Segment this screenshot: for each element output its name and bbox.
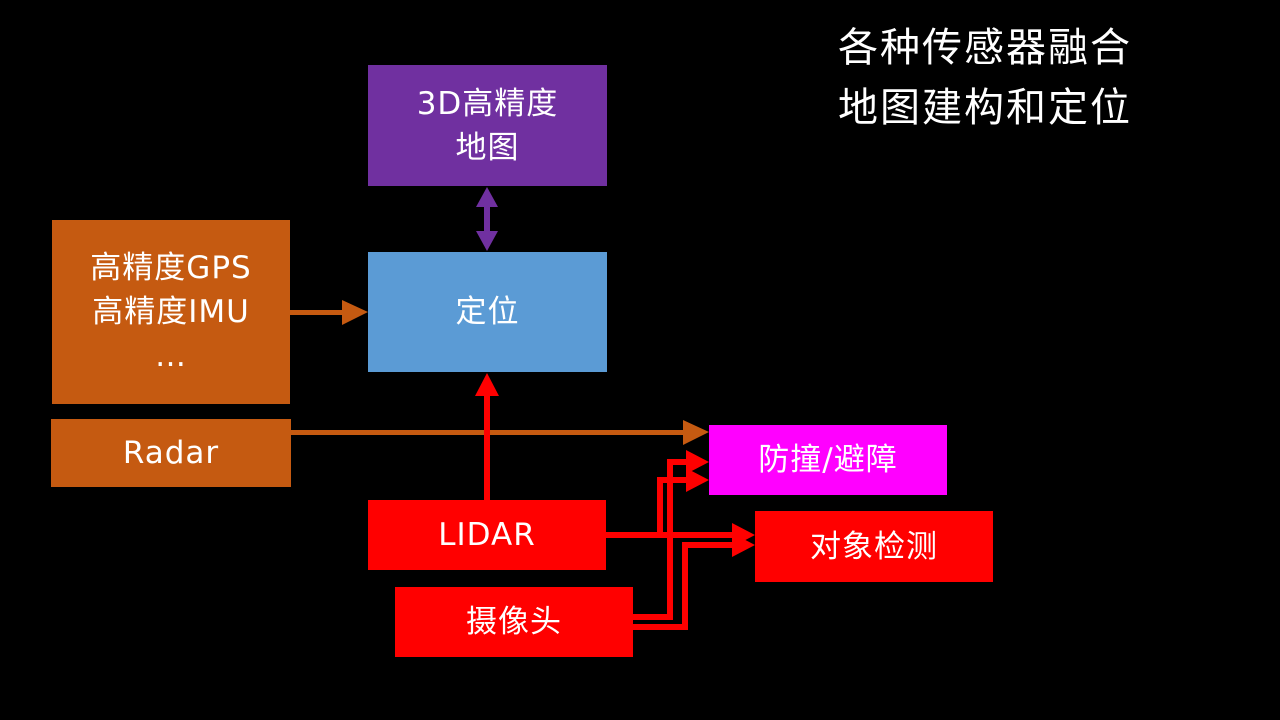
slide-title: 各种传感器融合 地图建构和定位 <box>800 18 1170 138</box>
slide-title-line-2: 地图建构和定位 <box>838 85 1132 131</box>
edge-lidar-avoidance <box>606 468 709 538</box>
node-hd-map-label-line-2: 地图 <box>455 129 520 166</box>
node-object-detection-label: 对象检测 <box>810 528 938 565</box>
edge-hd-map-localization <box>476 187 498 251</box>
node-hd-map: 3D高精度 地图 <box>368 65 607 186</box>
node-gps-imu-ellipsis: … <box>155 338 187 374</box>
edge-camera-detection <box>633 533 755 630</box>
node-localization: 定位 <box>368 252 607 372</box>
node-collision-avoidance: 防撞/避障 <box>709 425 947 495</box>
edge-lidar-localization <box>475 373 499 500</box>
node-imu-label: 高精度IMU <box>92 294 250 330</box>
node-collision-avoidance-label: 防撞/避障 <box>758 442 898 478</box>
node-lidar: LIDAR <box>368 500 606 570</box>
node-camera-label: 摄像头 <box>466 604 562 640</box>
node-gps-imu: 高精度GPS 高精度IMU … <box>52 220 290 404</box>
node-radar: Radar <box>51 419 291 487</box>
node-lidar-label: LIDAR <box>438 517 536 553</box>
node-camera: 摄像头 <box>395 587 633 657</box>
slide-title-line-1: 各种传感器融合 <box>838 25 1132 71</box>
node-localization-label: 定位 <box>455 294 520 330</box>
node-object-detection: 对象检测 <box>755 511 993 582</box>
edge-gps-imu-localization <box>290 300 368 325</box>
node-gps-label: 高精度GPS <box>90 250 252 286</box>
edge-radar-avoidance <box>291 420 709 445</box>
node-hd-map-label-line-1: 3D高精度 <box>416 85 559 122</box>
edge-camera-avoidance <box>633 450 709 620</box>
node-radar-label: Radar <box>122 435 220 471</box>
